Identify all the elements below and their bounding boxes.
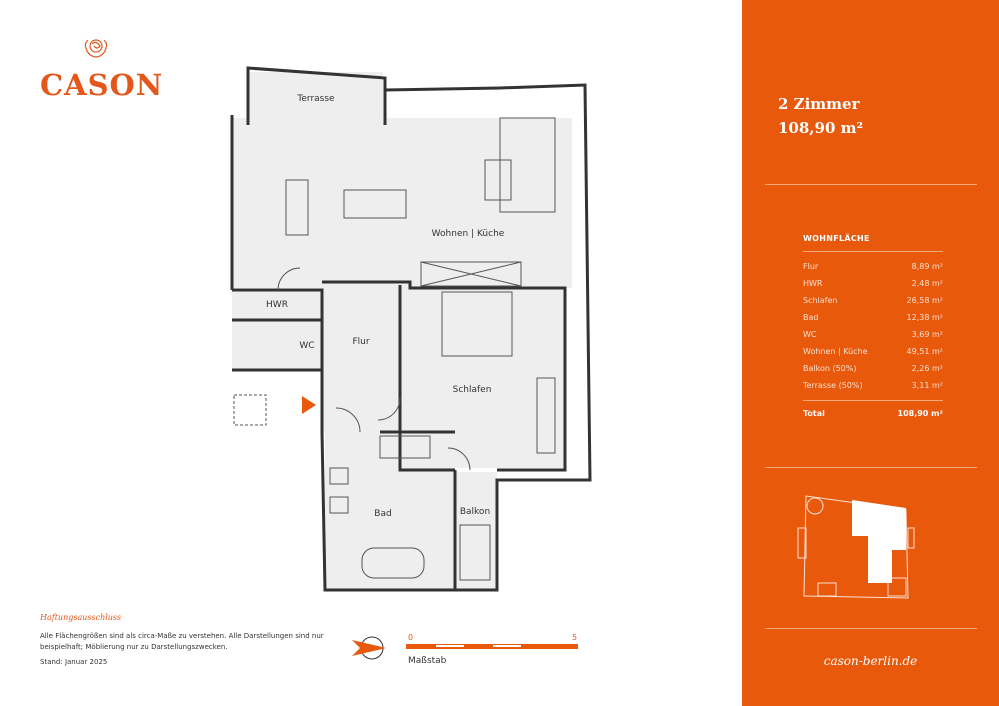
- area-row-value: 3,69 m²: [911, 330, 943, 339]
- room-label-flur: Flur: [352, 337, 370, 347]
- area-row: WC 3,69 m²: [803, 326, 943, 343]
- scale-bar: [406, 644, 578, 649]
- area-row-name: WC: [803, 330, 817, 339]
- website-link[interactable]: cason-berlin.de: [823, 654, 918, 668]
- divider: [765, 467, 977, 468]
- area-row: Terrasse (50%) 3,11 m²: [803, 377, 943, 394]
- area-row: Balkon (50%) 2,26 m²: [803, 360, 943, 377]
- total-value: 108,90 m²: [897, 409, 944, 418]
- rose-icon: [84, 39, 108, 58]
- area-row-name: Terrasse (50%): [803, 381, 863, 390]
- living-area: [232, 118, 572, 288]
- area-row-value: 3,11 m²: [911, 381, 943, 390]
- scale-label: Maßstab: [408, 656, 447, 666]
- area-row-value: 2,26 m²: [911, 364, 943, 373]
- room-label-wc: WC: [299, 341, 315, 351]
- room-label-wohnen: Wohnen | Küche: [431, 229, 505, 239]
- divider: [765, 184, 977, 185]
- total-label: Total: [803, 409, 825, 418]
- area-row-name: HWR: [803, 279, 823, 288]
- room-label-balkon: Balkon: [459, 507, 491, 517]
- divider: [765, 628, 977, 629]
- room-label-terrasse: Terrasse: [297, 94, 335, 104]
- total-area: 108,90 m²: [778, 119, 864, 137]
- disclaimer-title: Haftungsausschluss: [40, 613, 122, 622]
- area-row: Flur 8,89 m²: [803, 258, 943, 275]
- area-row-value: 12,38 m²: [906, 313, 943, 322]
- floor-plan: [230, 66, 592, 592]
- area-row-value: 49,51 m²: [906, 347, 943, 356]
- disclaimer-date: Stand: Januar 2025: [40, 658, 108, 666]
- area-row-name: Flur: [803, 262, 819, 271]
- area-table: WOHNFLÄCHE Flur 8,89 m² HWR 2,48 m² Schlafen…: [803, 234, 943, 422]
- area-row-value: 26,58 m²: [906, 296, 943, 305]
- building-site-plan: [797, 495, 915, 599]
- area-row-name: Schlafen: [803, 296, 838, 305]
- disclaimer-text: Alle Flächengrößen sind als circa-Maße z…: [40, 632, 324, 651]
- room-label-bad: Bad: [374, 509, 392, 519]
- area-row-name: Bad: [803, 313, 819, 322]
- entrance-triangle-icon: [302, 396, 316, 414]
- area-table-title: WOHNFLÄCHE: [803, 234, 943, 252]
- area-row-name: Balkon (50%): [803, 364, 857, 373]
- room-label-schlafen: Schlafen: [452, 385, 492, 395]
- room-count: 2 Zimmer: [778, 95, 860, 113]
- room-label-hwr: HWR: [266, 300, 288, 310]
- brand-logo: CASON: [40, 68, 164, 102]
- area-row: Bad 12,38 m²: [803, 309, 943, 326]
- scale-start: 0: [408, 633, 414, 642]
- area-row: HWR 2,48 m²: [803, 275, 943, 292]
- area-row-value: 8,89 m²: [911, 262, 943, 271]
- summary-panel: 2 Zimmer 108,90 m² WOHNFLÄCHE Flur 8,89 m…: [742, 0, 999, 706]
- area-row-value: 2,48 m²: [911, 279, 943, 288]
- area-row: Wohnen | Küche 49,51 m²: [803, 343, 943, 360]
- area-row-name: Wohnen | Küche: [803, 347, 868, 356]
- area-total-row: Total 108,90 m²: [803, 400, 943, 422]
- scale-end: 5: [572, 633, 578, 642]
- north-arrow-icon: [352, 636, 386, 660]
- area-row: Schlafen 26,58 m²: [803, 292, 943, 309]
